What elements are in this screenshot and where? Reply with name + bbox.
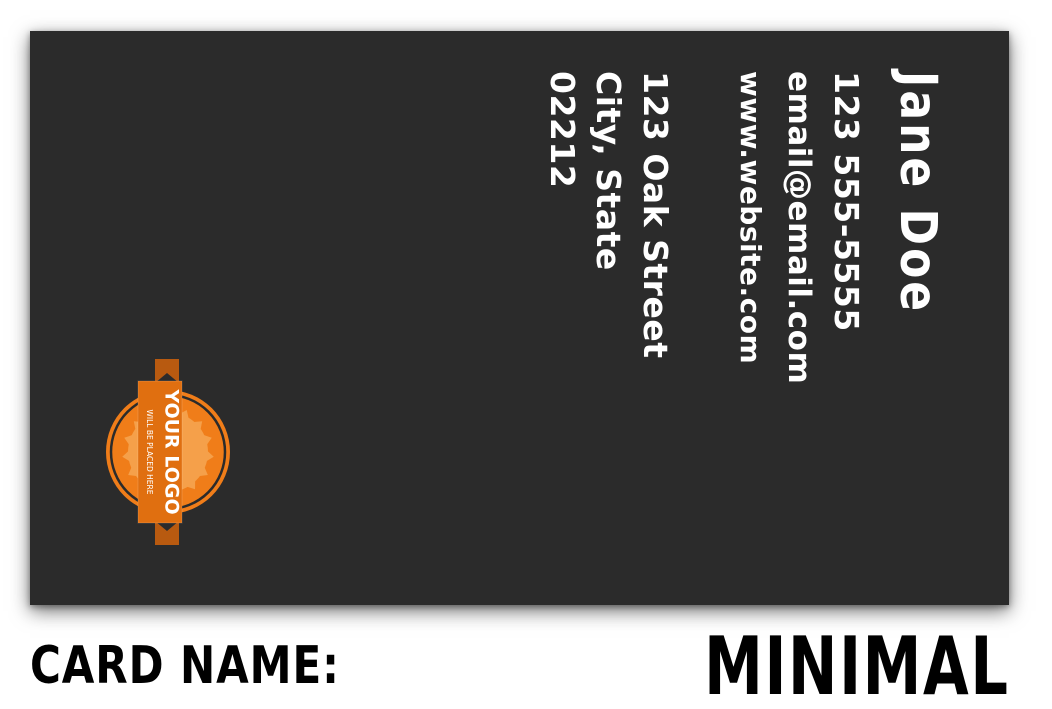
- logo-badge-icon: YOUR LOGO WILL BE PLACED HERE: [106, 359, 230, 545]
- logo-title-text: YOUR LOGO: [161, 388, 183, 514]
- card-address-line1: 123 Oak Street: [636, 71, 675, 359]
- card-zip-text: 02212: [543, 71, 582, 189]
- card-address-line2: City, State: [589, 71, 628, 271]
- card-email-text: email@email.com: [781, 71, 817, 385]
- card-name-text: Jane Doe: [888, 71, 947, 315]
- card-phone-text: 123 555-5555: [827, 71, 866, 332]
- card-style-name: MINIMAL: [704, 620, 1010, 709]
- card-website-text: www.website.com: [734, 71, 767, 365]
- business-card: Jane Doe 123 555-5555 email@email.com ww…: [30, 31, 1009, 605]
- card-name-label: CARD NAME:: [30, 636, 340, 696]
- logo-subtitle-text: WILL BE PLACED HERE: [145, 410, 154, 495]
